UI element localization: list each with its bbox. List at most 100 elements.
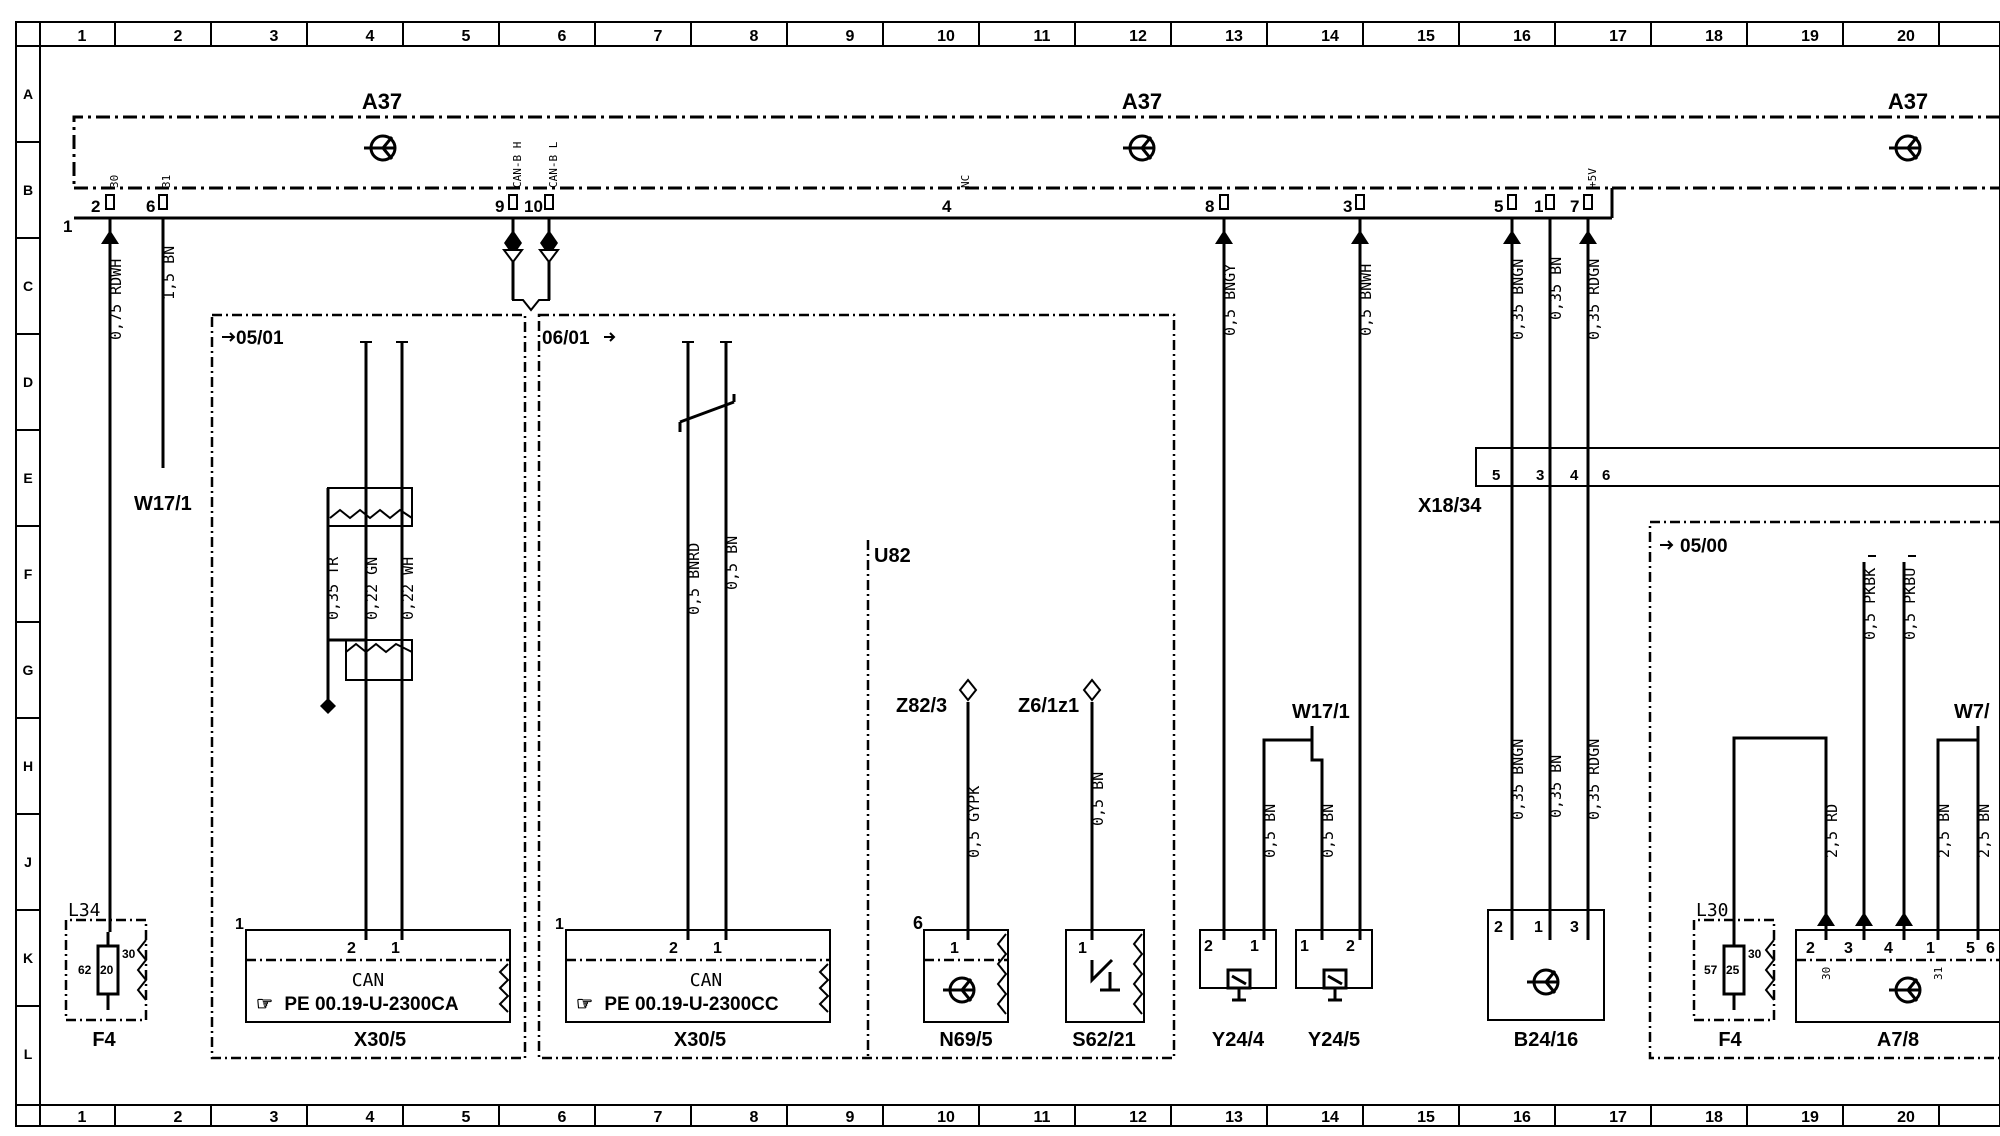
wire-bn-y245: 0,5 BN bbox=[1319, 804, 1337, 858]
n69-pin-6: 6 bbox=[913, 913, 923, 933]
doc-link-icon: ☞ bbox=[576, 994, 593, 1015]
x18-pin-5: 5 bbox=[1492, 467, 1500, 484]
a7-func-31: 31 bbox=[1932, 967, 1945, 980]
col-7: 7 bbox=[654, 28, 663, 45]
f4-right: F4 bbox=[1718, 1029, 1742, 1051]
row-f: F bbox=[24, 566, 33, 582]
b24-pin-1: 1 bbox=[1534, 919, 1543, 936]
y244-pin-2: 2 bbox=[1204, 938, 1213, 955]
wire-bn15: 1,5 BN bbox=[160, 246, 178, 300]
pin-6-func: 31 bbox=[160, 175, 173, 188]
pin-10-func: CAN-B L bbox=[547, 141, 560, 188]
z6-1z1: Z6/1z1 bbox=[1018, 695, 1079, 717]
col-17: 17 bbox=[1609, 28, 1627, 45]
row-k: K bbox=[23, 950, 33, 966]
variant-group-0500: 05/00 0,5 PKBK 0,5 PKBU 2,5 RD W7/ 2,5 B… bbox=[1648, 520, 2000, 1060]
a37-label-1: A37 bbox=[362, 89, 402, 114]
can-label-b: CAN bbox=[690, 970, 723, 991]
col-1-bottom: 1 bbox=[78, 1109, 87, 1126]
f4-left: F4 bbox=[92, 1029, 116, 1051]
pin-10: 10 bbox=[524, 197, 543, 216]
wire-rdgn-top: 0,35 RDGN bbox=[1585, 259, 1603, 340]
col-4-bottom: 4 bbox=[366, 1109, 375, 1126]
col-18: 18 bbox=[1705, 28, 1723, 45]
y245-pin-1: 1 bbox=[1300, 938, 1309, 955]
f4-right-pin-57: 57 bbox=[1704, 963, 1718, 977]
bus-pins: 2 6 9 10 4 8 3 5 1 7 30 31 CAN-B H CAN-B… bbox=[91, 141, 1599, 216]
col-12-bottom: 12 bbox=[1129, 1109, 1147, 1126]
col-9: 9 bbox=[846, 28, 855, 45]
col-3: 3 bbox=[270, 28, 279, 45]
x18-pin-3: 3 bbox=[1536, 467, 1544, 484]
wire-tr: 0,35 TR bbox=[324, 556, 342, 620]
can-label-a: CAN bbox=[352, 970, 385, 991]
row-g: G bbox=[23, 662, 34, 678]
sensor-circuit: 0,35 BNGN 0,35 BN 0,35 RDGN X18/34 5 3 4… bbox=[1418, 218, 2000, 1051]
row-e: E bbox=[23, 470, 32, 486]
l30: L30 bbox=[1696, 900, 1729, 921]
col-19-bottom: 19 bbox=[1801, 1109, 1819, 1126]
f4-right-pin-25: 25 bbox=[1726, 963, 1740, 977]
ecu-symbol-icon bbox=[1889, 134, 1922, 162]
b24-16: B24/16 bbox=[1514, 1029, 1579, 1051]
wire-bnwh: 0,5 BNWH bbox=[1357, 264, 1375, 336]
y244-pin-1: 1 bbox=[1250, 938, 1259, 955]
a7-8: A7/8 bbox=[1877, 1029, 1919, 1051]
bus-pin-1: 1 bbox=[63, 217, 72, 236]
diagram-frame bbox=[15, 21, 2000, 1127]
ecu-symbol-icon bbox=[1123, 134, 1156, 162]
col-6: 6 bbox=[558, 28, 567, 45]
left-wires: 0,75 RDWH 1,5 BN W17/1 bbox=[101, 218, 192, 932]
f4-left-pin-62: 62 bbox=[78, 963, 92, 977]
col-13: 13 bbox=[1225, 28, 1243, 45]
wire-bn-top: 0,35 BN bbox=[1547, 257, 1565, 320]
a37-label-2: A37 bbox=[1122, 89, 1162, 114]
doc-ref-b: ☞ PE 00.19-U-2300CC bbox=[576, 994, 779, 1015]
ecu-symbol-icon bbox=[943, 976, 976, 1004]
y24-5: Y24/5 bbox=[1308, 1029, 1360, 1051]
x30-a-pin-1-left: 1 bbox=[235, 916, 244, 933]
doc-link-icon: ☞ bbox=[256, 994, 273, 1015]
x30-b-pin-1-left: 1 bbox=[555, 916, 564, 933]
x30-a-pin-2: 2 bbox=[347, 940, 356, 957]
wire-wh: 0,22 WH bbox=[399, 557, 417, 620]
col-6-bottom: 6 bbox=[558, 1109, 567, 1126]
pe-ref-a: PE 00.19-U-2300CA bbox=[284, 994, 459, 1015]
can-connector bbox=[502, 218, 560, 312]
col-14-bottom: 14 bbox=[1321, 1109, 1339, 1126]
a37-label-3: A37 bbox=[1888, 89, 1928, 114]
wire-rdwh: 0,75 RDWH bbox=[107, 259, 125, 340]
col-4: 4 bbox=[366, 28, 375, 45]
x30-b-pin-2: 2 bbox=[669, 940, 678, 957]
row-j: J bbox=[24, 854, 32, 870]
col-13-bottom: 13 bbox=[1225, 1109, 1243, 1126]
pin-8: 8 bbox=[1205, 197, 1214, 216]
col-18-bottom: 18 bbox=[1705, 1109, 1723, 1126]
f4-left-pin-20: 20 bbox=[100, 963, 114, 977]
n69-5: N69/5 bbox=[939, 1029, 992, 1051]
pin-5: 5 bbox=[1494, 197, 1503, 216]
col-20-bottom: 20 bbox=[1897, 1109, 1915, 1126]
wire-bngn-top: 0,35 BNGN bbox=[1509, 259, 1527, 340]
pin-6: 6 bbox=[146, 197, 155, 216]
x30-5-a: X30/5 bbox=[354, 1029, 406, 1051]
a7-pin-3: 3 bbox=[1844, 940, 1853, 957]
row-c: C bbox=[23, 278, 33, 294]
z82-3: Z82/3 bbox=[896, 695, 947, 717]
a7-pin-1: 1 bbox=[1926, 940, 1935, 957]
ecu-symbol-icon bbox=[1527, 968, 1560, 996]
variant-group-0501: 05/01 0,35 TR 0,22 GN 0,22 WH 1 2 1 CAN … bbox=[210, 313, 527, 1060]
w7: W7/ bbox=[1954, 701, 1990, 723]
col-8-bottom: 8 bbox=[750, 1109, 759, 1126]
col-2: 2 bbox=[174, 28, 183, 45]
date-0500: 05/00 bbox=[1680, 536, 1728, 557]
b24-pin-2: 2 bbox=[1494, 919, 1503, 936]
wire-bn25b: 2,5 BN bbox=[1975, 804, 1993, 858]
row-l: L bbox=[24, 1046, 33, 1062]
x30-5-b: X30/5 bbox=[674, 1029, 726, 1051]
col-14: 14 bbox=[1321, 28, 1339, 45]
x18-pin-4: 4 bbox=[1570, 467, 1579, 484]
a7-pin-2: 2 bbox=[1806, 940, 1815, 957]
fuse-f4-left: L34 62 20 30 F4 bbox=[64, 900, 148, 1051]
fuse-f4-right: L30 57 25 30 F4 bbox=[1692, 900, 1776, 1051]
